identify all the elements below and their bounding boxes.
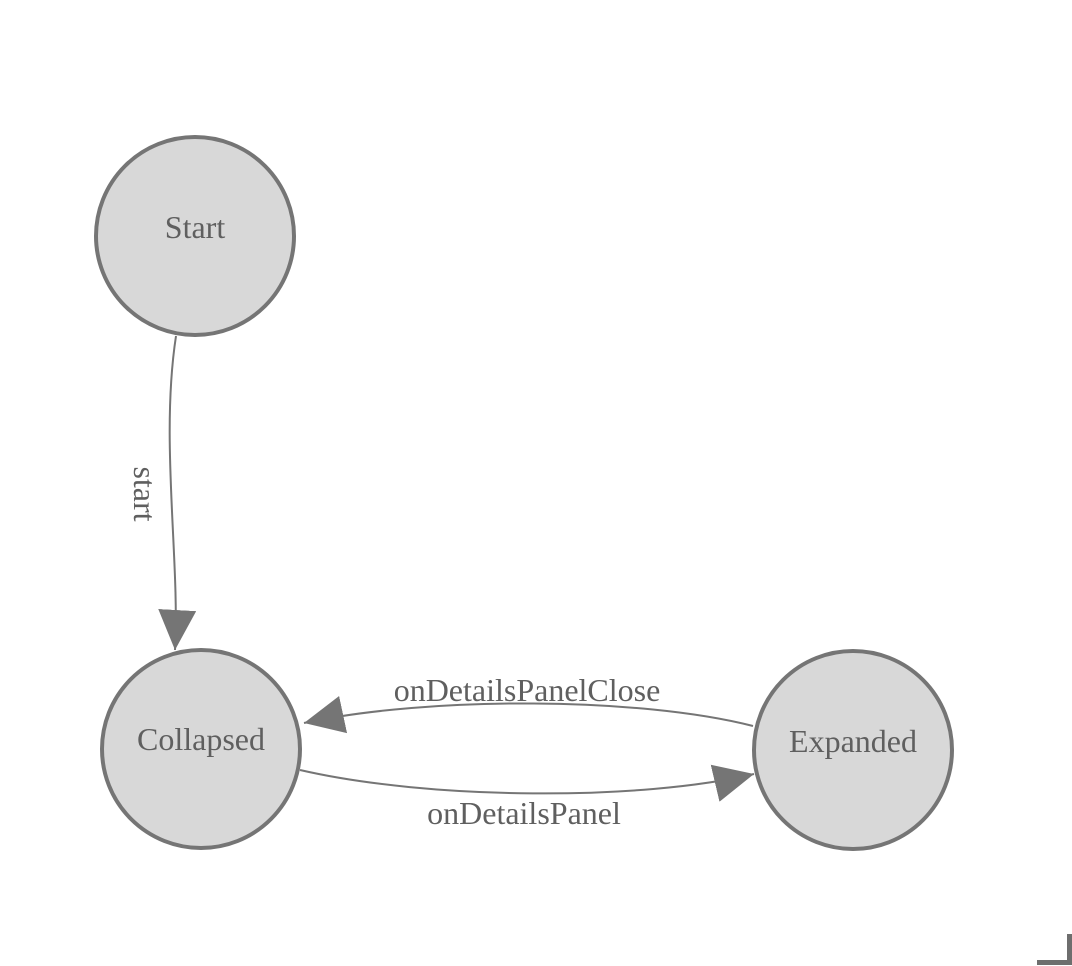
canvas-resize-corner[interactable] (1037, 934, 1072, 965)
state-node-start[interactable]: Start (94, 135, 296, 337)
edge-label-ondetailspanel: onDetailsPanel (427, 795, 621, 831)
edge-line-start (158, 335, 197, 651)
edge-expanded-to-collapsed: onDetailsPanelClose (303, 672, 754, 734)
state-circle-collapsed[interactable] (100, 648, 302, 850)
state-label-collapsed: Collapsed (137, 721, 265, 757)
state-circle-expanded[interactable] (752, 649, 954, 851)
state-circle-start[interactable] (94, 135, 296, 337)
edge-line-ondetailspanel (299, 764, 755, 802)
edge-label-ondetailspanelclose: onDetailsPanelClose (394, 672, 661, 708)
resize-corner-vertical-bar[interactable] (1067, 934, 1072, 965)
resize-corner-horizontal-bar[interactable] (1037, 960, 1072, 965)
edge-label-start: start (127, 466, 163, 521)
state-node-expanded[interactable]: Expanded (752, 649, 954, 851)
edge-start-to-collapsed: start (127, 335, 197, 651)
state-label-expanded: Expanded (789, 723, 917, 759)
edge-collapsed-to-expanded: onDetailsPanel (299, 764, 755, 831)
edge-line-ondetailspanelclose (303, 696, 754, 734)
state-node-collapsed[interactable]: Collapsed (100, 648, 302, 850)
state-label-start: Start (165, 209, 226, 245)
